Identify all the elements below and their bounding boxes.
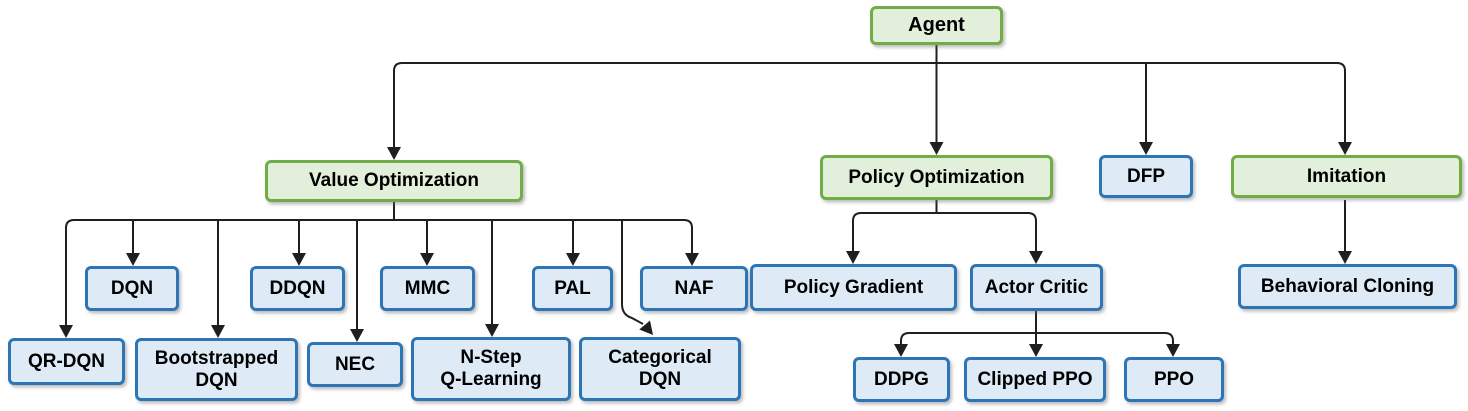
node-policy-optimization: Policy Optimization: [820, 155, 1053, 200]
arrowhead-icon: [1139, 142, 1153, 155]
connector-line: [900, 332, 1174, 344]
node-bootstrapped-dqn: Bootstrapped DQN: [135, 338, 298, 401]
node-n-step-q-learning: N-Step Q-Learning: [411, 337, 571, 401]
arrowhead-icon: [1338, 251, 1352, 264]
arrowhead-icon: [1166, 344, 1180, 357]
node-ppo: PPO: [1124, 357, 1224, 402]
arrowhead-icon: [894, 344, 908, 357]
arrowhead-icon: [639, 320, 653, 335]
arrowhead-icon: [350, 329, 364, 342]
connector-line: [621, 220, 644, 325]
node-qr-dqn: QR-DQN: [8, 338, 125, 385]
arrowhead-icon: [420, 253, 434, 266]
node-imitation: Imitation: [1231, 155, 1462, 198]
node-dqn: DQN: [85, 266, 179, 311]
arrowhead-icon: [387, 147, 401, 160]
arrowhead-icon: [685, 253, 699, 266]
arrowhead-icon: [566, 253, 580, 266]
node-mmc: MMC: [380, 266, 475, 311]
arrowhead-icon: [59, 325, 73, 338]
node-behavioral-cloning: Behavioral Cloning: [1238, 264, 1457, 309]
arrowhead-icon: [929, 142, 944, 155]
node-actor-critic: Actor Critic: [970, 264, 1103, 311]
connector-line: [393, 62, 1346, 147]
arrowhead-icon: [1029, 251, 1043, 264]
node-naf: NAF: [640, 266, 748, 311]
arrowhead-icon: [292, 253, 306, 266]
connector-line: [852, 212, 1037, 251]
node-dfp: DFP: [1099, 155, 1193, 198]
node-policy-gradient: Policy Gradient: [750, 264, 957, 311]
connector-line: [65, 219, 693, 325]
arrowhead-icon: [846, 251, 860, 264]
arrowhead-icon: [1029, 344, 1043, 357]
node-ddpg: DDPG: [853, 357, 950, 402]
arrowhead-icon: [485, 324, 499, 337]
node-ddqn: DDQN: [250, 266, 345, 311]
arrowhead-icon: [1338, 142, 1352, 155]
node-clipped-ppo: Clipped PPO: [964, 357, 1106, 402]
node-categorical-dqn: Categorical DQN: [579, 337, 741, 401]
arrowhead-icon: [211, 325, 225, 338]
arrowhead-icon: [126, 253, 140, 266]
node-value-optimization: Value Optimization: [265, 160, 523, 202]
node-pal: PAL: [532, 266, 613, 311]
node-nec: NEC: [307, 342, 403, 387]
node-agent: Agent: [870, 6, 1003, 45]
